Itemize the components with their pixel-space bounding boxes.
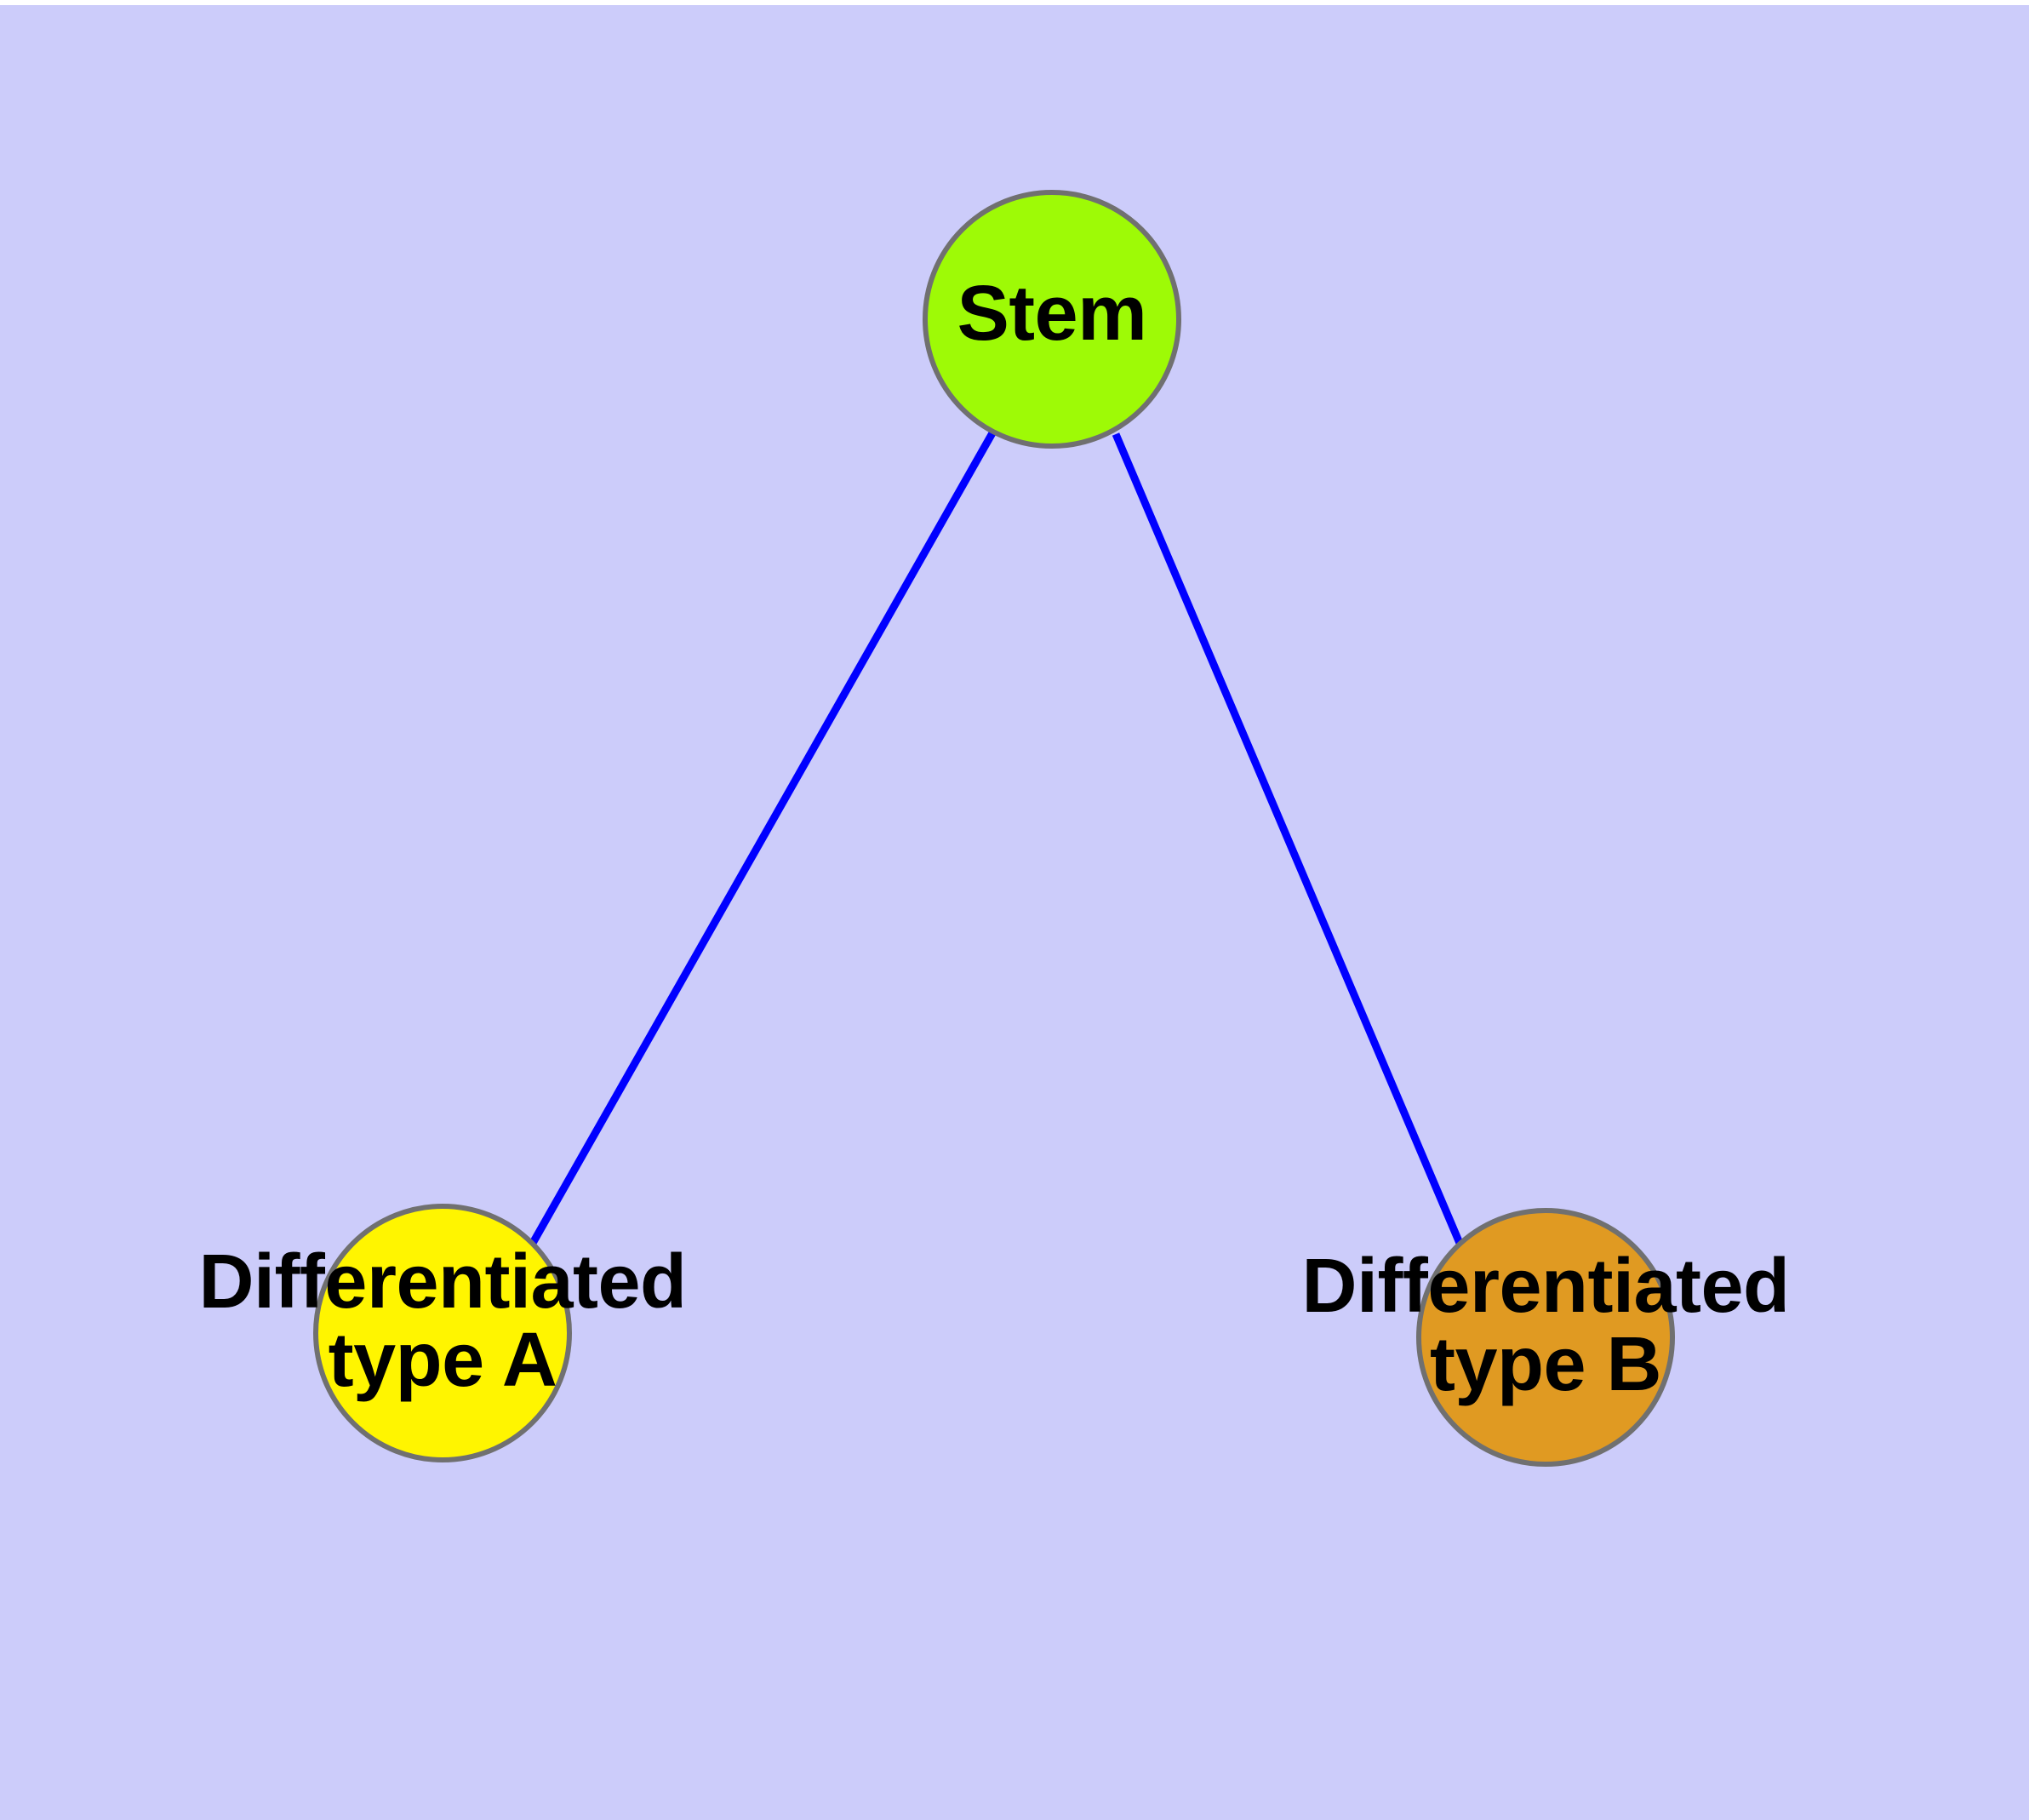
node-layer bbox=[313, 190, 1675, 1467]
node-differentiated-type-a[interactable] bbox=[313, 1204, 572, 1462]
node-differentiated-type-b[interactable] bbox=[1416, 1208, 1675, 1467]
edge-stem-to-diff-b bbox=[1112, 432, 1466, 1249]
edge-layer bbox=[529, 429, 1466, 1249]
node-stem[interactable] bbox=[923, 190, 1181, 449]
edge-stem-to-diff-a bbox=[529, 429, 997, 1247]
